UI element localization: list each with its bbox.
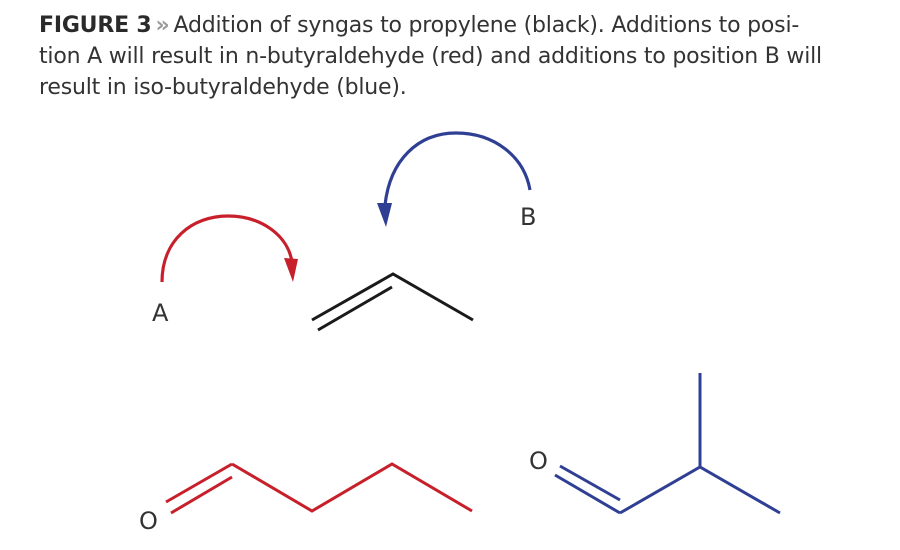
arrow-b-icon [377, 131, 532, 227]
figure-label: FIGURE 3 [39, 13, 152, 38]
oxygen-label-iso-butyraldehyde: O [529, 447, 548, 475]
caption-line-3: result in iso-butyraldehyde (blue). [39, 75, 407, 100]
label-position-b: B [520, 203, 536, 231]
iso-butyraldehyde-structure [554, 373, 781, 515]
caption-text-1: Addition of syngas to propylene (black).… [173, 13, 800, 38]
caption-line-2: tion A will result in n-butyraldehyde (r… [39, 44, 822, 69]
propylene-structure [311, 272, 474, 332]
label-position-a: A [152, 299, 169, 327]
caption-line-1: FIGURE 3»Addition of syngas to propylene… [39, 10, 889, 41]
oxygen-label-n-butyraldehyde: O [139, 507, 158, 535]
figure-caption: FIGURE 3»Addition of syngas to propylene… [39, 10, 889, 103]
n-butyraldehyde-structure [165, 462, 473, 515]
chevron-separator-icon: » [155, 13, 170, 38]
arrow-a-icon [160, 214, 298, 283]
